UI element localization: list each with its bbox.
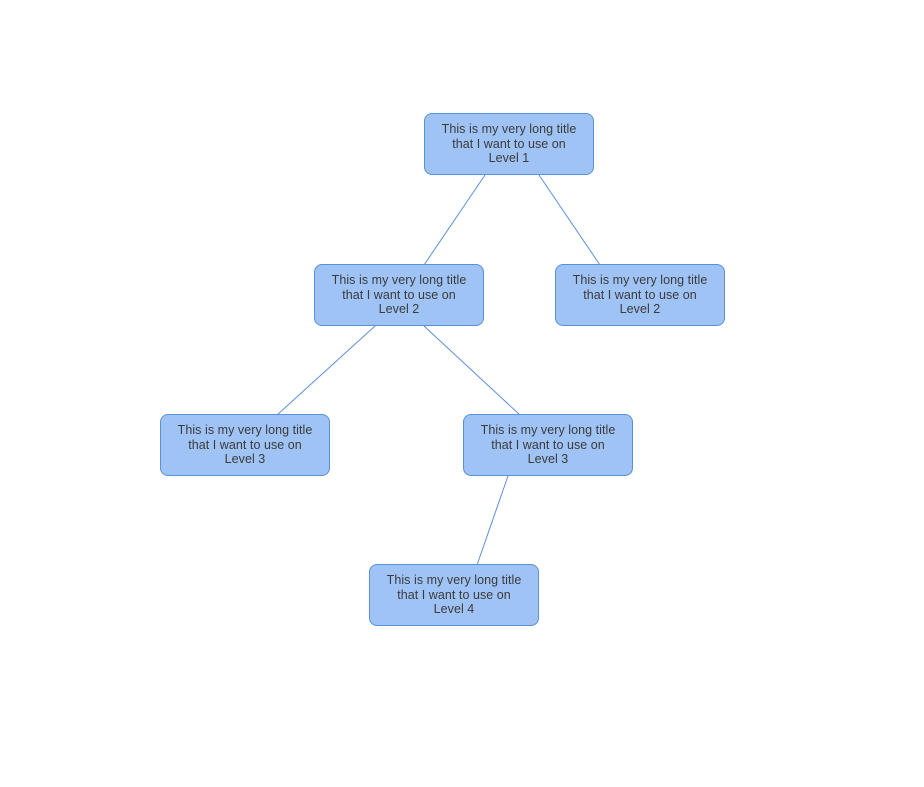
connector-line <box>423 174 486 266</box>
connector-line <box>276 325 376 416</box>
chart-node-level-3[interactable]: This is my very long title that I want t… <box>160 414 330 476</box>
connector-line <box>538 174 601 266</box>
chart-node-label: This is my very long title that I want t… <box>331 273 467 317</box>
chart-node-level-1[interactable]: This is my very long title that I want t… <box>424 113 594 175</box>
chart-node-level-3[interactable]: This is my very long title that I want t… <box>463 414 633 476</box>
chart-node-level-2[interactable]: This is my very long title that I want t… <box>314 264 484 326</box>
chart-node-level-2[interactable]: This is my very long title that I want t… <box>555 264 725 326</box>
chart-node-level-4[interactable]: This is my very long title that I want t… <box>369 564 539 626</box>
chart-node-label: This is my very long title that I want t… <box>480 423 616 467</box>
connector-line <box>423 325 521 416</box>
chart-node-label: This is my very long title that I want t… <box>177 423 313 467</box>
chart-node-label: This is my very long title that I want t… <box>572 273 708 317</box>
chart-node-label: This is my very long title that I want t… <box>441 122 577 166</box>
chart-node-label: This is my very long title that I want t… <box>386 573 522 617</box>
connector-line <box>476 475 509 566</box>
